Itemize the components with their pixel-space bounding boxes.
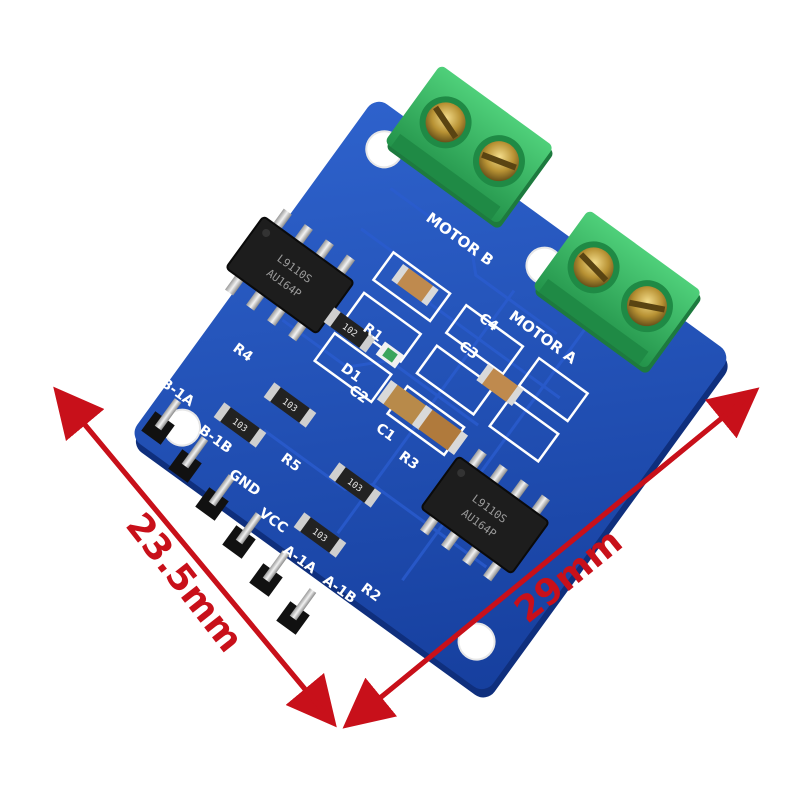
resistor-r3: 103 [328,462,382,508]
header-pin [249,550,290,597]
driver-chip-bottom: L9110S AU164P [420,448,550,582]
terminal-block-motor-b [386,66,553,228]
terminal-block-motor-a [534,211,701,373]
capacitor-c2 [411,405,469,455]
screw-icon [472,135,525,188]
driver-chip-top: L9110S AU164P [225,208,355,342]
header-pin [195,474,236,521]
header-pin [276,588,317,635]
height-dimension-label: 23.5mm [117,506,250,660]
screw-icon [567,241,620,294]
resistor-r5: 103 [213,402,267,448]
capacitor-c3 [476,363,524,407]
dimension-arrow-width [342,387,760,729]
capacitor-c4 [391,263,439,307]
header-pin [141,398,182,445]
header-pin [222,512,263,559]
screw-icon [419,96,472,149]
dimension-arrow-height [53,386,337,728]
resistor-r1: 102 [323,307,377,353]
pin-header [141,398,317,635]
silkscreen-outlines [312,250,590,464]
screw-icon [620,280,673,333]
resistor-r2: 103 [293,512,347,558]
header-pin [168,436,209,483]
led-d1 [375,341,405,369]
resistor-r4: 103 [263,382,317,428]
